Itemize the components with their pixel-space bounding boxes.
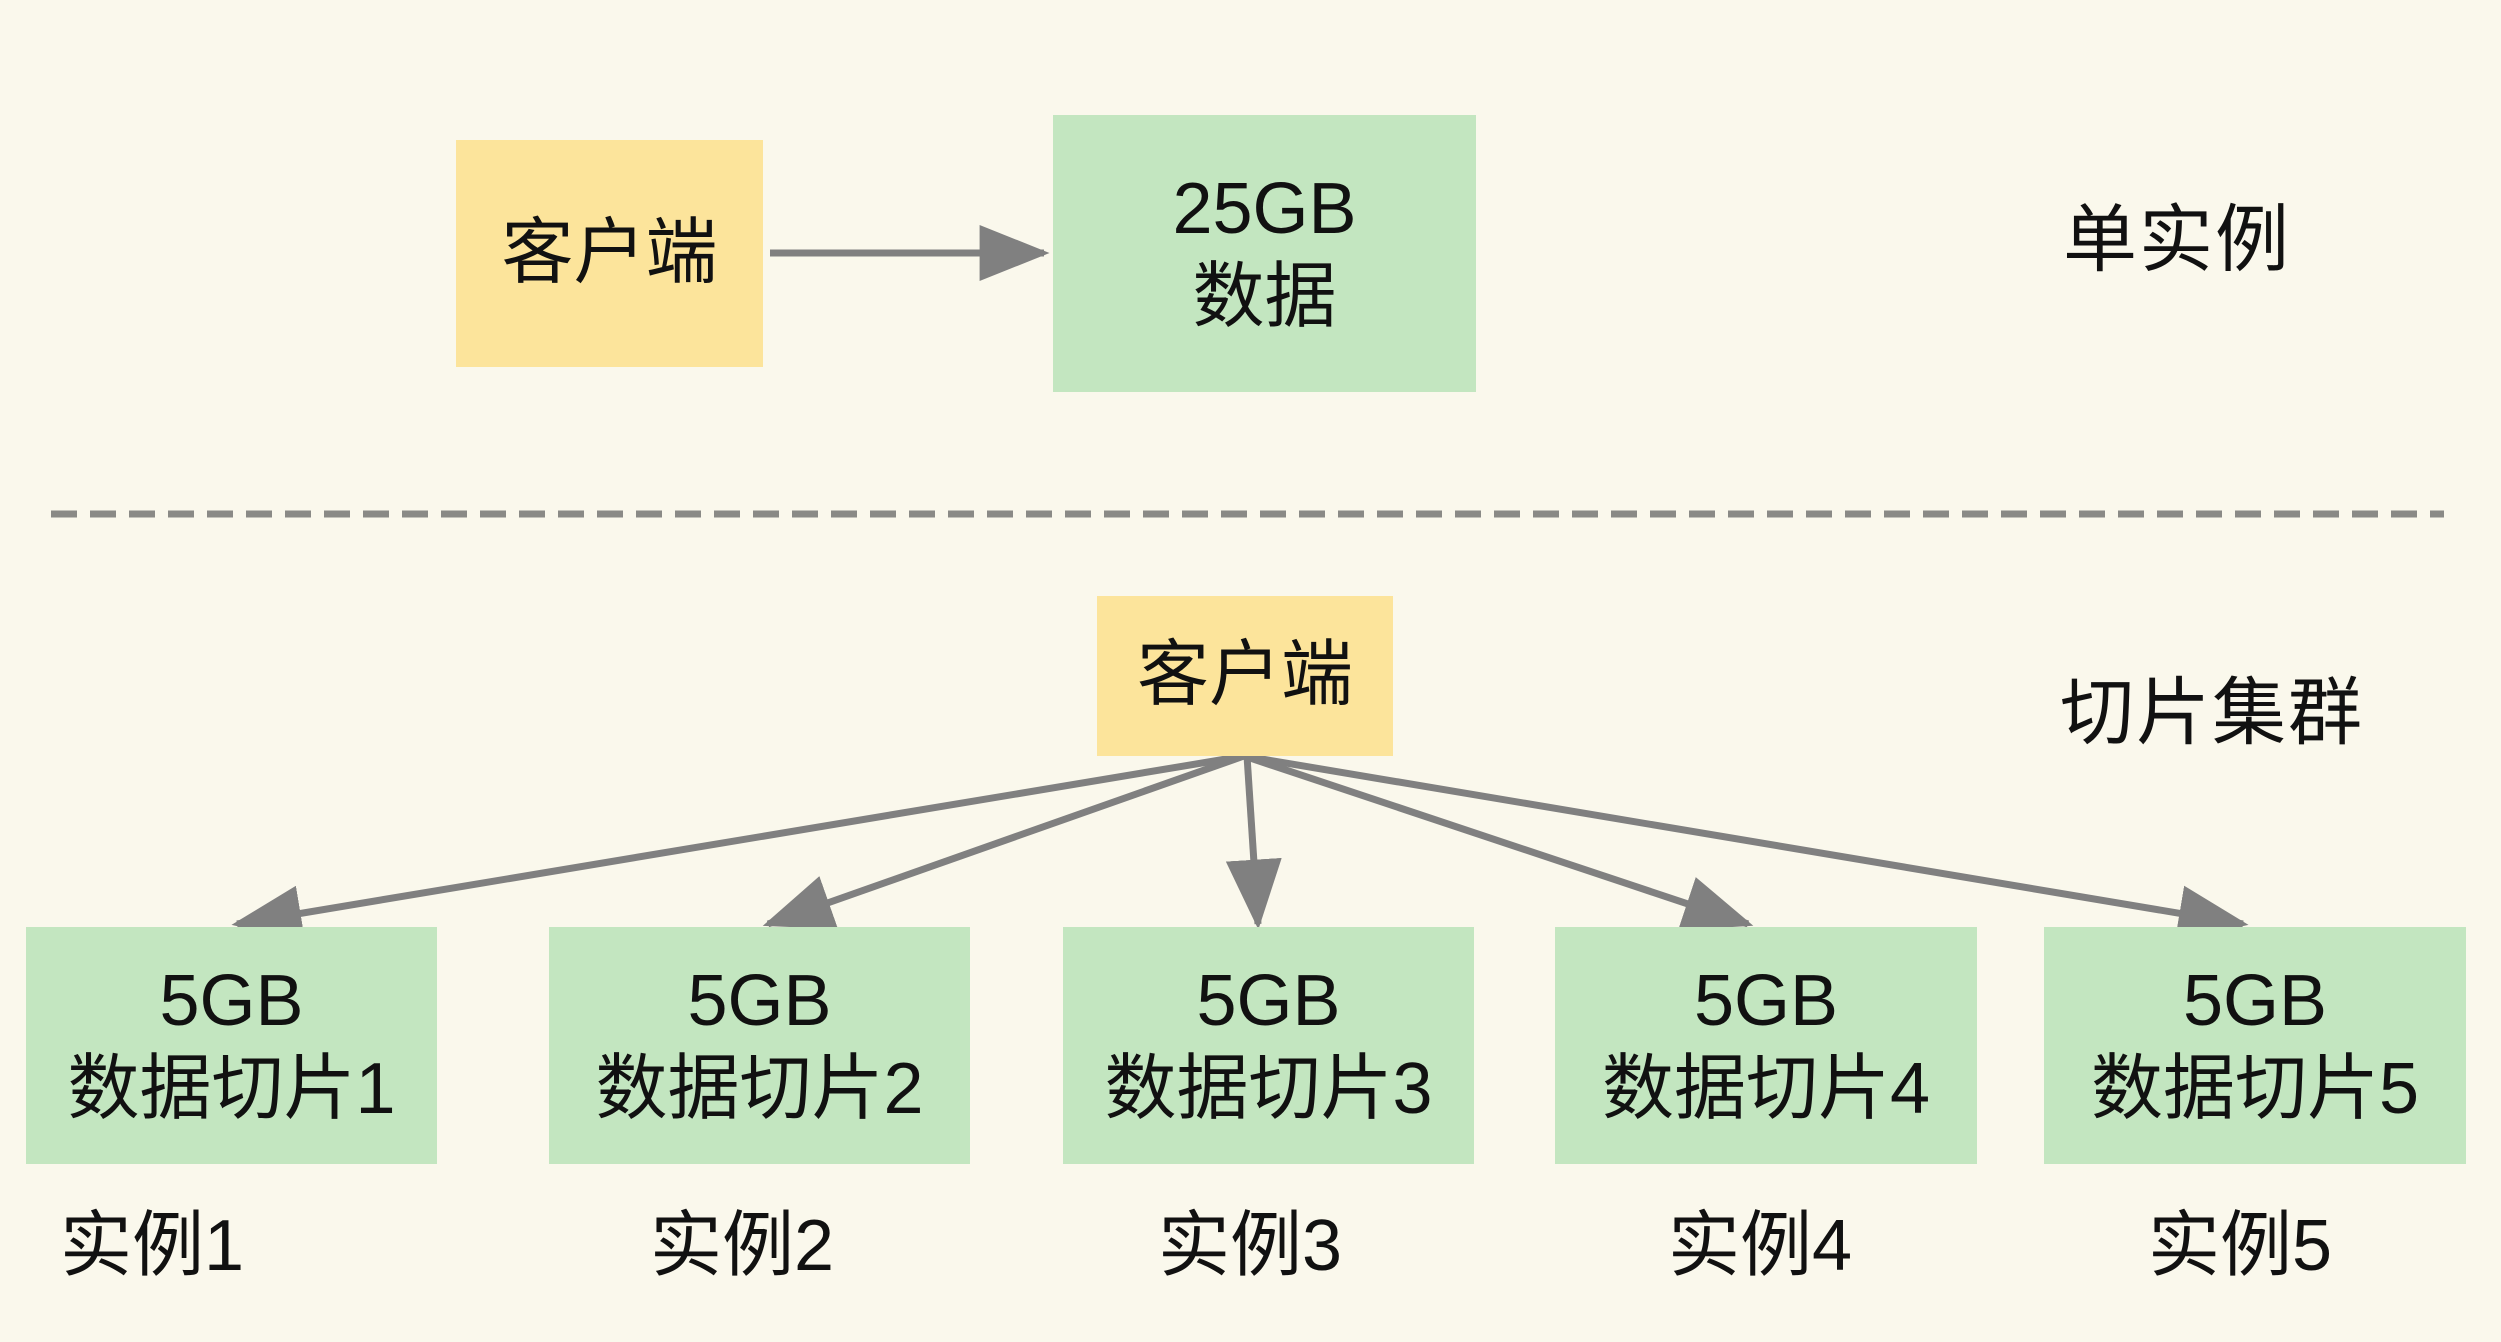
- shard-size-3: 5GB: [1196, 960, 1341, 1041]
- shard-box-4[interactable]: 5GB 数据切片4: [1555, 927, 1977, 1164]
- shard-name-1: 数据切片1: [67, 1048, 396, 1129]
- instance-label-3: 实例3: [1158, 1206, 1343, 1286]
- cluster-client-box[interactable]: 客户端: [1097, 596, 1393, 756]
- single-instance-data-name: 数据: [1192, 256, 1337, 337]
- shard-box-1[interactable]: 5GB 数据切片1: [26, 927, 437, 1164]
- instance-label-4: 实例4: [1668, 1206, 1853, 1286]
- arrow-client-to-shard-1: [231, 752, 1245, 942]
- arrow-client-to-shard-5: [1243, 752, 2249, 941]
- shard-size-4: 5GB: [1693, 960, 1839, 1041]
- shard-name-3: 数据切片3: [1104, 1048, 1433, 1129]
- shard-name-2: 数据切片2: [595, 1048, 924, 1129]
- single-instance-client-label: 客户端: [501, 212, 718, 293]
- single-instance-section-label: 单实例: [2063, 198, 2291, 281]
- shard-box-2[interactable]: 5GB 数据切片2: [549, 927, 970, 1164]
- instance-label-5: 实例5: [2148, 1206, 2333, 1286]
- shard-box-5[interactable]: 5GB 数据切片5: [2044, 927, 2466, 1164]
- shard-name-4: 数据切片4: [1601, 1048, 1931, 1129]
- cluster-client-label: 客户端: [1136, 635, 1353, 716]
- single-instance-data-box[interactable]: 25GB 数据: [1053, 115, 1476, 392]
- arrow-client-to-shard-2: [762, 752, 1246, 929]
- single-instance-client-box[interactable]: 客户端: [456, 140, 763, 367]
- instance-label-2: 实例2: [650, 1206, 835, 1286]
- shard-size-2: 5GB: [687, 960, 832, 1041]
- shard-name-5: 数据切片5: [2090, 1048, 2420, 1129]
- arrow-client-to-shard-3: [1225, 755, 1282, 930]
- shard-size-5: 5GB: [2182, 960, 2328, 1041]
- cluster-section-label: 切片集群: [2060, 671, 2364, 754]
- shard-box-3[interactable]: 5GB 数据切片3: [1063, 927, 1474, 1164]
- instance-label-1: 实例1: [60, 1206, 245, 1286]
- single-instance-data-size: 25GB: [1172, 168, 1357, 249]
- shard-size-1: 5GB: [159, 960, 304, 1041]
- arrow-client-to-shard-4: [1242, 752, 1754, 931]
